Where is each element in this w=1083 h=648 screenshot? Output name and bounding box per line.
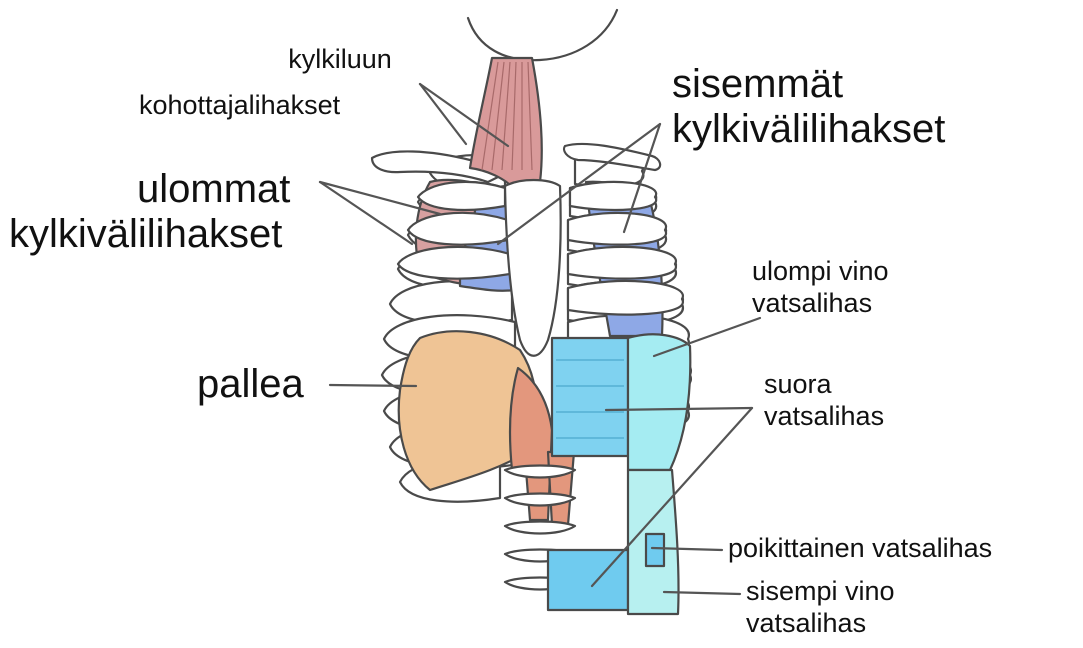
left-rib xyxy=(398,247,510,279)
label-rectus-abdominis: suora vatsalihas xyxy=(764,369,884,433)
label-diaphragm: pallea xyxy=(197,362,304,407)
label-transverse-abdominis: poikittainen vatsalihas xyxy=(728,533,992,565)
right-rib xyxy=(570,182,656,210)
leader-line xyxy=(320,182,412,244)
leader-line xyxy=(420,84,466,144)
label-external-intercostals: ulommat kylkivälilihakset xyxy=(9,167,290,257)
diaphragm-crus xyxy=(548,452,574,525)
vertebra xyxy=(505,522,575,534)
vertebra xyxy=(505,466,575,478)
right-rib xyxy=(568,213,666,245)
leader-line xyxy=(330,385,416,386)
label-internal-intercostals: sisemmät kylkivälilihakset xyxy=(672,62,945,152)
transverse-abdominis-window xyxy=(646,534,664,566)
label-internal-oblique: sisempi vino vatsalihas xyxy=(746,576,895,640)
right-rib xyxy=(568,247,676,279)
label-external-oblique: ulompi vino vatsalihas xyxy=(752,256,889,320)
vertebra xyxy=(505,494,575,506)
right-rib xyxy=(568,281,683,315)
label-levator-costae: kylkiluun xyxy=(270,44,410,76)
label-levator-costae-line2: kohottajalihakset xyxy=(139,90,340,122)
head-outline xyxy=(468,10,617,60)
